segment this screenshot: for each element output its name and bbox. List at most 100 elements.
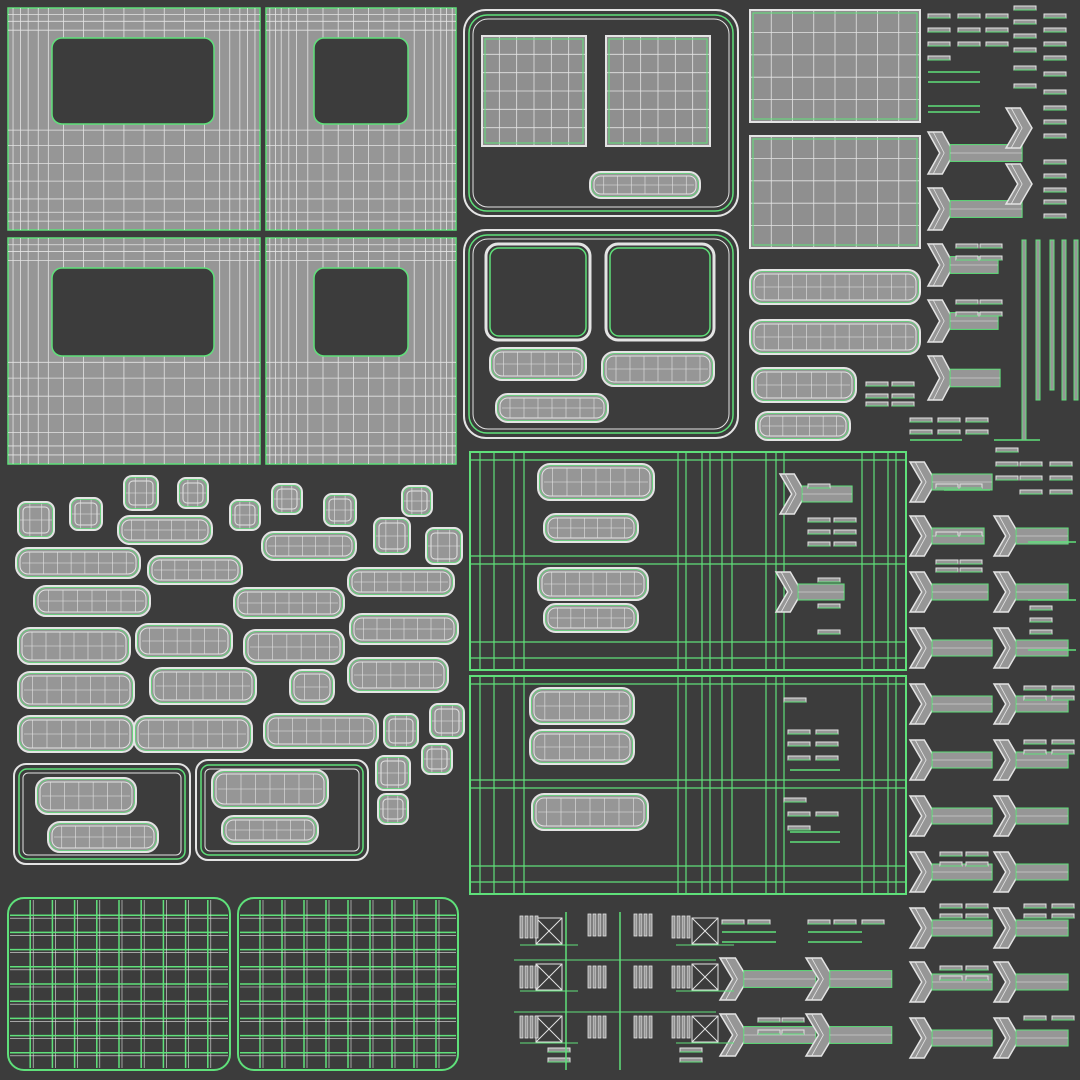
chevron-piece-shell bbox=[1004, 107, 1033, 149]
strip-face bbox=[959, 559, 983, 565]
cross-line bbox=[691, 917, 719, 945]
strip-face bbox=[1023, 903, 1047, 909]
frame-hole-seam bbox=[489, 247, 587, 337]
chevron-edge bbox=[998, 851, 1011, 893]
rounded-slab-shell bbox=[543, 513, 639, 543]
strip-face bbox=[833, 541, 857, 547]
grid-panel-shell bbox=[237, 897, 459, 1071]
strip-face bbox=[1043, 13, 1067, 19]
strip-face bbox=[783, 797, 807, 803]
strip-face bbox=[865, 393, 889, 399]
slab-seam bbox=[531, 689, 633, 723]
chevron-edge bbox=[780, 571, 793, 613]
cross-marker-shell bbox=[676, 1015, 734, 1044]
grid-panel-group bbox=[7, 897, 459, 1071]
strip-face bbox=[807, 529, 831, 535]
frame-shell bbox=[463, 229, 739, 439]
strip-face bbox=[935, 483, 959, 489]
bar bbox=[648, 1015, 653, 1039]
strip-face bbox=[861, 919, 885, 925]
bar bbox=[671, 915, 676, 939]
slab-inner bbox=[493, 351, 583, 377]
strip-shell bbox=[979, 243, 1003, 249]
strip-face bbox=[1019, 475, 1043, 481]
strip-shell bbox=[1023, 913, 1047, 919]
chevron-piece-shell bbox=[908, 571, 989, 613]
bar-stack-shell bbox=[519, 965, 539, 989]
rounded-slab-shell bbox=[17, 715, 135, 753]
strip-shell bbox=[1023, 749, 1047, 755]
window-pane-shell bbox=[605, 35, 711, 147]
strip-face bbox=[1049, 475, 1073, 481]
chevron-face bbox=[992, 961, 1021, 1003]
chevron-piece-shell bbox=[908, 795, 993, 837]
cross-marker-shell bbox=[520, 963, 578, 992]
strip-face bbox=[979, 243, 1003, 249]
slab-seam bbox=[497, 395, 607, 421]
strip-face bbox=[807, 541, 831, 547]
strip-face bbox=[965, 965, 989, 971]
strip-face bbox=[781, 1017, 805, 1023]
chevron-face bbox=[908, 683, 937, 725]
rounded-slab-shell bbox=[15, 547, 141, 579]
strip-face bbox=[1051, 1015, 1075, 1021]
cap-piece-shell bbox=[401, 485, 433, 517]
strip-face bbox=[807, 517, 831, 523]
cap-seam bbox=[179, 479, 207, 507]
chevron-edge bbox=[932, 243, 945, 287]
cap-piece-shell bbox=[429, 703, 465, 739]
strip-shell bbox=[985, 27, 1009, 33]
strip-shell bbox=[955, 243, 979, 249]
chevron-piece-shell bbox=[992, 907, 1069, 949]
cross-box bbox=[691, 963, 719, 991]
slab-seam bbox=[539, 569, 647, 599]
cap-piece-shell bbox=[69, 497, 103, 531]
strip-face bbox=[1019, 461, 1043, 467]
chevron-piece-shell bbox=[908, 1017, 993, 1059]
chevron-piece-shell bbox=[908, 627, 993, 669]
chevron-face bbox=[908, 961, 937, 1003]
bar bbox=[519, 915, 524, 939]
strip-shell bbox=[939, 975, 963, 981]
strip-shell bbox=[787, 825, 811, 831]
slab-seam bbox=[533, 795, 647, 829]
strip-shell bbox=[965, 429, 989, 435]
bar bbox=[633, 965, 638, 989]
bar-stack-shell bbox=[633, 965, 653, 989]
chevron-face bbox=[926, 299, 955, 343]
slab-inner bbox=[225, 819, 315, 841]
rounded-slab-shell bbox=[35, 777, 137, 815]
strip-face bbox=[817, 603, 841, 609]
strip-face bbox=[939, 903, 963, 909]
chevron-edge bbox=[998, 961, 1011, 1003]
strip-shell bbox=[965, 851, 989, 857]
strip-face bbox=[787, 755, 811, 761]
chevron-piece-shell bbox=[774, 571, 845, 613]
chevron-face bbox=[926, 355, 955, 401]
chevron-face bbox=[992, 907, 1021, 949]
bar bbox=[648, 913, 653, 937]
strip-shell bbox=[1051, 685, 1075, 691]
strip-shell bbox=[1051, 739, 1075, 745]
chevron-edge bbox=[914, 907, 927, 949]
strip-shell bbox=[1043, 199, 1067, 205]
strip-shell bbox=[1023, 739, 1047, 745]
strip-shell bbox=[1049, 475, 1073, 481]
strip-shell bbox=[783, 697, 807, 703]
strip-face bbox=[927, 41, 951, 47]
strip-shell bbox=[679, 1057, 703, 1063]
strip-face bbox=[927, 27, 951, 33]
chevron-edge bbox=[914, 851, 927, 893]
rounded-slab-shell bbox=[147, 555, 243, 585]
strip-shell bbox=[891, 393, 915, 399]
large-panel-shell bbox=[749, 135, 921, 249]
slab-inner bbox=[547, 517, 635, 539]
strip-face bbox=[1013, 47, 1037, 53]
frame-inner bbox=[468, 14, 734, 212]
chevron-edge bbox=[914, 627, 927, 669]
strip-face bbox=[891, 401, 915, 407]
chevron-edge bbox=[914, 461, 927, 503]
slab-seam bbox=[19, 629, 129, 663]
slab-seam bbox=[265, 715, 377, 747]
chevron-piece-shell bbox=[804, 1013, 893, 1057]
